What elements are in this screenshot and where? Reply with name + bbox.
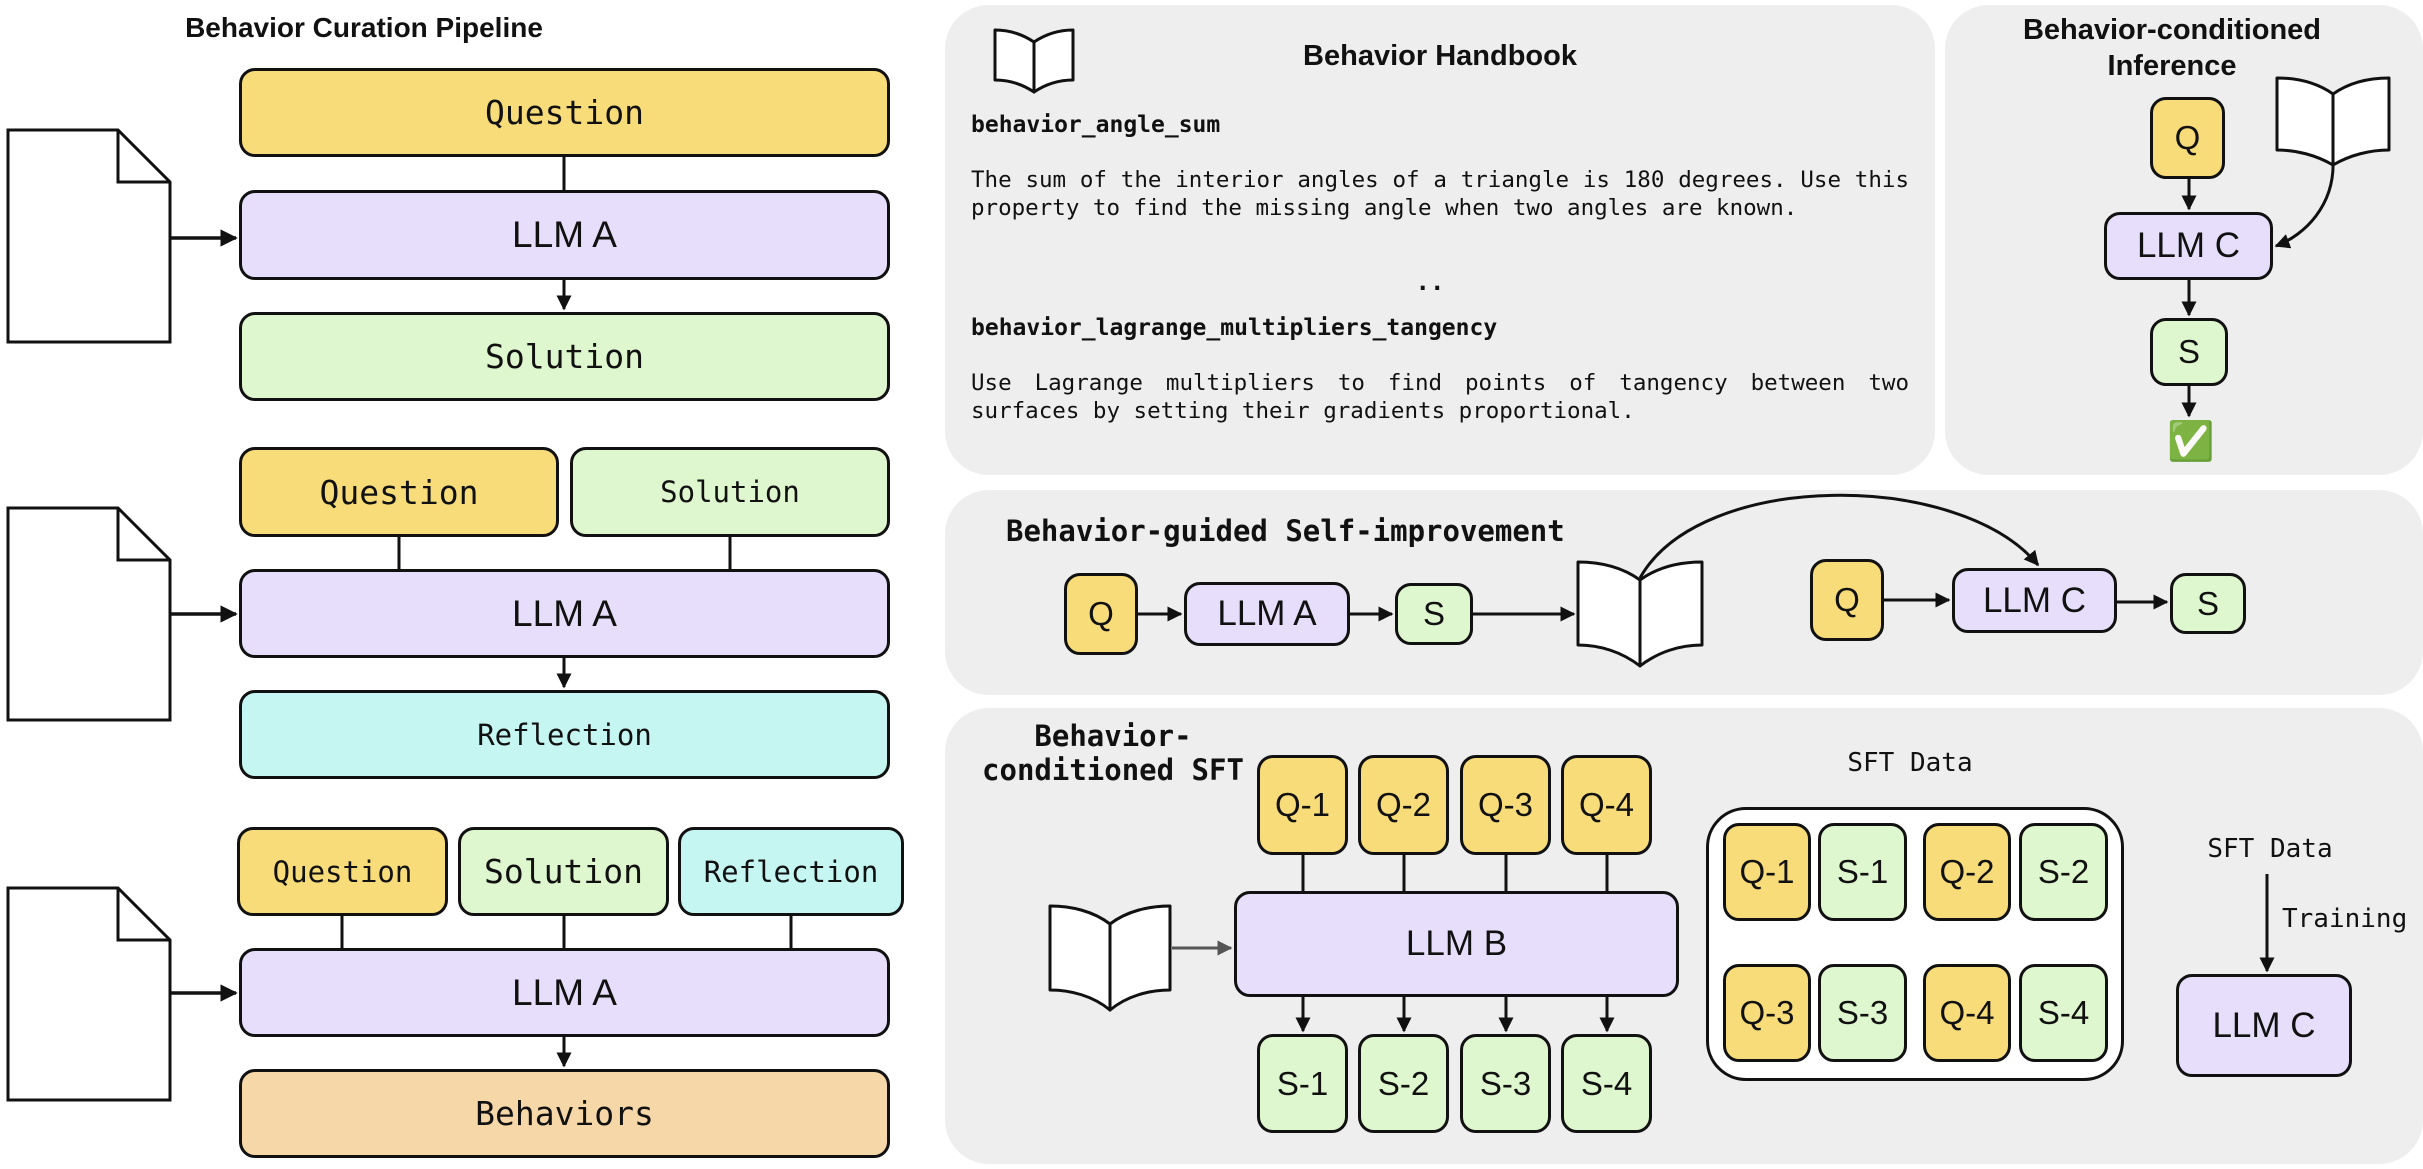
sft-data-cell: S-1 [1818, 823, 1907, 921]
stage3-solution-box: Solution [458, 827, 669, 916]
sft-data-cell: Q-3 [1723, 964, 1811, 1062]
inference-title: Behavior-conditioned Inference [2022, 14, 2322, 82]
si-s1-box: S [1395, 583, 1473, 645]
inference-s-box: S [2150, 318, 2228, 386]
solution-prompt-label: Solution Prompt [31, 199, 147, 273]
stage1-solution-box: Solution [239, 312, 890, 401]
sft-solution-box: S-4 [1561, 1034, 1652, 1133]
stage3-reflection-box: Reflection [678, 827, 904, 916]
sft-trained-llm-box: LLM C [2176, 974, 2352, 1077]
sft-data-cell: S-3 [1818, 964, 1907, 1062]
sft-question-box: Q-3 [1460, 755, 1551, 855]
stage1-question-box: Question [239, 68, 890, 157]
sft-question-box: Q-1 [1257, 755, 1348, 855]
sft-data-cell: S-2 [2019, 823, 2108, 921]
check-mark-icon: ✅ [2167, 421, 2215, 463]
sft-data-cell: Q-4 [1923, 964, 2011, 1062]
training-source-label: SFT Data [2207, 834, 2333, 864]
behavior-prompt-label: Behavior Prompt [25, 957, 153, 1031]
handbook-entry1-name: behavior_angle_sum [971, 112, 1221, 138]
si-llm2-box: LLM C [1952, 568, 2117, 633]
sft-data-title: SFT Data [1847, 748, 1973, 778]
sft-data-cell: Q-1 [1723, 823, 1811, 921]
inference-q-box: Q [2150, 97, 2225, 179]
sft-data-cell: Q-2 [1923, 823, 2011, 921]
si-s2-box: S [2170, 573, 2246, 634]
sft-data-cell: S-4 [2019, 964, 2108, 1062]
handbook-ellipsis: .. [1415, 268, 1445, 296]
inference-llm-box: LLM C [2104, 212, 2273, 280]
si-llm1-box: LLM A [1184, 582, 1350, 646]
stage3-llm-box: LLM A [239, 948, 890, 1037]
sft-panel [945, 708, 2423, 1164]
self-improvement-title: Behavior-guided Self-improvement [1006, 514, 1565, 548]
handbook-title: Behavior Handbook [1303, 40, 1577, 72]
sft-question-box: Q-2 [1358, 755, 1449, 855]
handbook-entry1-text: The sum of the interior angles of a tria… [971, 167, 1909, 221]
sft-question-box: Q-4 [1561, 755, 1652, 855]
handbook-panel [945, 5, 1935, 475]
handbook-entry2-text: Use Lagrange multipliers to find points … [971, 370, 1909, 424]
training-label: Training [2282, 904, 2408, 934]
si-q1-box: Q [1064, 573, 1138, 655]
sft-solution-box: S-1 [1257, 1034, 1348, 1133]
stage2-solution-box: Solution [570, 447, 890, 537]
stage2-llm-box: LLM A [239, 569, 890, 658]
reflection-prompt-label: Reflection Prompt [17, 578, 161, 652]
sft-llm-box: LLM B [1234, 891, 1679, 997]
sft-solution-box: S-2 [1358, 1034, 1449, 1133]
stage2-reflection-box: Reflection [239, 690, 890, 779]
stage3-question-box: Question [237, 827, 448, 916]
stage3-behaviors-box: Behaviors [239, 1069, 890, 1158]
sft-solution-box: S-3 [1460, 1034, 1551, 1133]
stage2-question-box: Question [239, 447, 559, 537]
curation-title: Behavior Curation Pipeline [185, 12, 543, 43]
stage1-llm-box: LLM A [239, 190, 890, 280]
sft-title: Behavior-conditioned SFT [982, 719, 1244, 787]
handbook-entry2-name: behavior_lagrange_multipliers_tangency [971, 315, 1498, 341]
si-q2-box: Q [1810, 559, 1884, 641]
